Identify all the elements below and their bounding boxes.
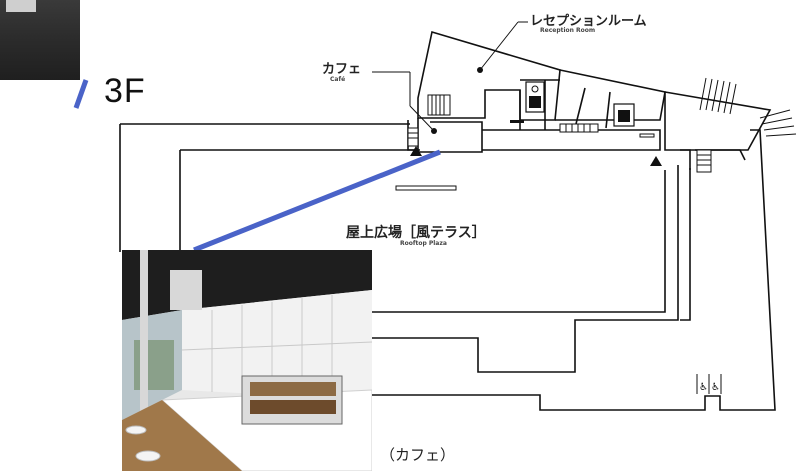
cafe-photo — [122, 250, 372, 471]
wheelchair-icon: ♿ ♿ — [696, 374, 722, 394]
cafe-label: カフェ — [322, 62, 362, 77]
restroom-icon — [525, 81, 545, 113]
outer-stairs — [699, 77, 797, 137]
svg-text:♿: ♿ — [699, 382, 708, 393]
photo-caption: （カフェ） — [380, 446, 456, 464]
svg-text:♿: ♿ — [711, 382, 720, 393]
elevator-icon — [613, 103, 635, 127]
floor-label: 3F — [104, 72, 146, 110]
cafe-label-en: Café — [330, 76, 346, 83]
cafe-room — [417, 118, 483, 153]
plaza-label: 屋上広場［風テラス］ — [346, 225, 486, 241]
stairs-icon — [427, 94, 451, 116]
plaza-outline — [119, 123, 776, 411]
top-photo-fragment — [0, 0, 80, 80]
plaza-label-en: Rooftop Plaza — [400, 240, 447, 247]
reception-room-label-en: Reception Room — [540, 27, 596, 34]
reception-wing — [417, 30, 561, 121]
entrance-arrow-icon — [650, 156, 662, 166]
connector-line — [193, 149, 441, 253]
entrance-arrow-icon — [410, 146, 422, 156]
reception-room-label: レセプションルーム — [530, 14, 647, 29]
